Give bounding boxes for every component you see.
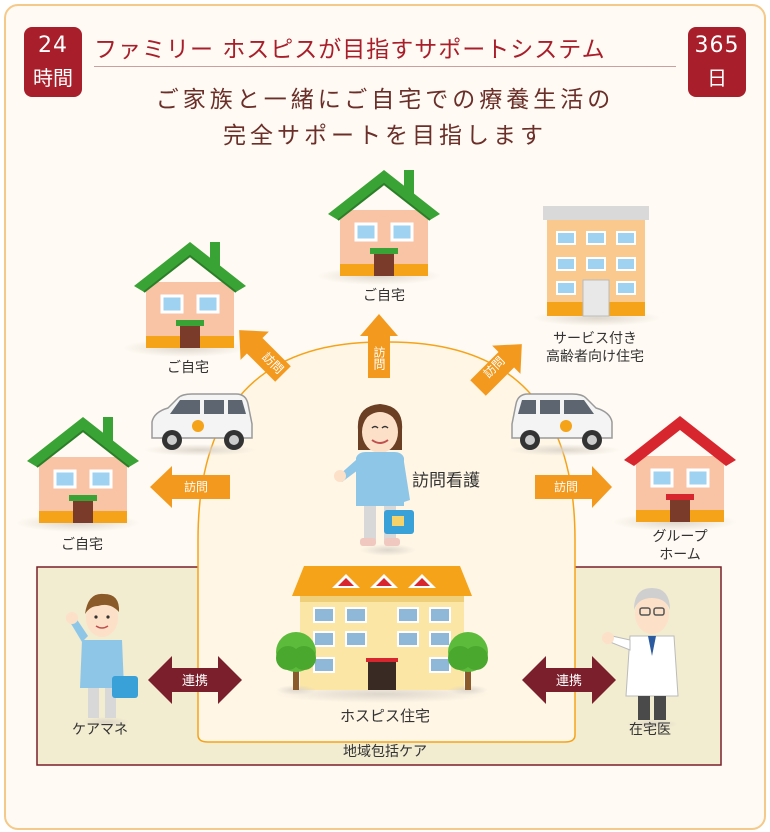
home-top-label: ご自宅 xyxy=(363,288,405,304)
community-care-label: 地域包括ケア xyxy=(343,744,427,760)
home-doctor-illustration xyxy=(602,588,679,729)
link-arrow-left: 連携 xyxy=(148,656,242,704)
badge-24-hours: 24 時間 xyxy=(24,27,82,97)
home-upper-left-illustration xyxy=(121,240,249,359)
care-manager-label: ケアマネ xyxy=(72,722,128,738)
care-manager-illustration xyxy=(66,593,138,727)
badge-24-number: 24 xyxy=(38,33,68,58)
visiting-car-right xyxy=(507,393,621,457)
visit-arrow-right: 訪問 xyxy=(535,466,612,508)
group-home-label: グループ ホーム xyxy=(640,528,720,564)
visiting-car-left xyxy=(143,393,257,457)
group-home-illustration xyxy=(613,416,737,531)
senior-housing-label: サービス付き 高齢者向け住宅 xyxy=(530,330,660,366)
badge-24-unit: 時間 xyxy=(33,66,73,90)
visiting-nurse-illustration xyxy=(334,404,416,556)
senior-housing-label-line-2: 高齢者向け住宅 xyxy=(546,349,644,365)
badge-365-unit: 日 xyxy=(707,66,727,90)
visit-arrow-up: 訪問 xyxy=(360,314,398,378)
hospice-house-label: ホスピス住宅 xyxy=(339,707,430,725)
visit-arrow-right-label: 訪問 xyxy=(554,479,578,494)
subtitle-line-2: 完全サポートを目指します xyxy=(223,123,547,149)
diagram-title: ファミリー ホスピスが目指すサポートシステム xyxy=(94,37,606,63)
badge-365-number: 365 xyxy=(694,33,740,58)
home-upper-left-label: ご自宅 xyxy=(167,360,209,376)
visit-arrow-upper-left xyxy=(239,330,291,382)
visit-arrow-upper-right xyxy=(470,344,522,396)
home-left-illustration xyxy=(14,415,142,534)
visiting-nurse-label: 訪問看護 xyxy=(412,471,480,491)
subtitle-line-1: ご家族と一緒にご自宅での療養生活の xyxy=(155,87,615,113)
senior-housing-label-line-1: サービス付き xyxy=(553,331,637,347)
link-arrow-right-label: 連携 xyxy=(556,673,582,689)
diagram-subtitle: ご家族と一緒にご自宅での療養生活の 完全サポートを目指します xyxy=(0,82,770,154)
link-arrow-right: 連携 xyxy=(522,656,616,704)
title-underline xyxy=(94,66,676,67)
group-home-label-line-1: グループ xyxy=(652,529,708,545)
link-arrow-left-label: 連携 xyxy=(182,673,208,689)
home-left-label: ご自宅 xyxy=(61,537,103,553)
visit-arrow-up-label: 訪問 xyxy=(372,345,386,370)
badge-365-days: 365 日 xyxy=(688,27,746,97)
visit-arrow-left-label: 訪問 xyxy=(184,479,208,494)
hospice-house-illustration xyxy=(274,566,490,703)
senior-housing-illustration xyxy=(533,206,661,326)
group-home-label-line-2: ホーム xyxy=(659,547,701,563)
visit-arrow-left: 訪問 xyxy=(150,466,230,508)
home-doctor-label: 在宅医 xyxy=(629,722,671,738)
home-top-illustration xyxy=(315,168,443,287)
